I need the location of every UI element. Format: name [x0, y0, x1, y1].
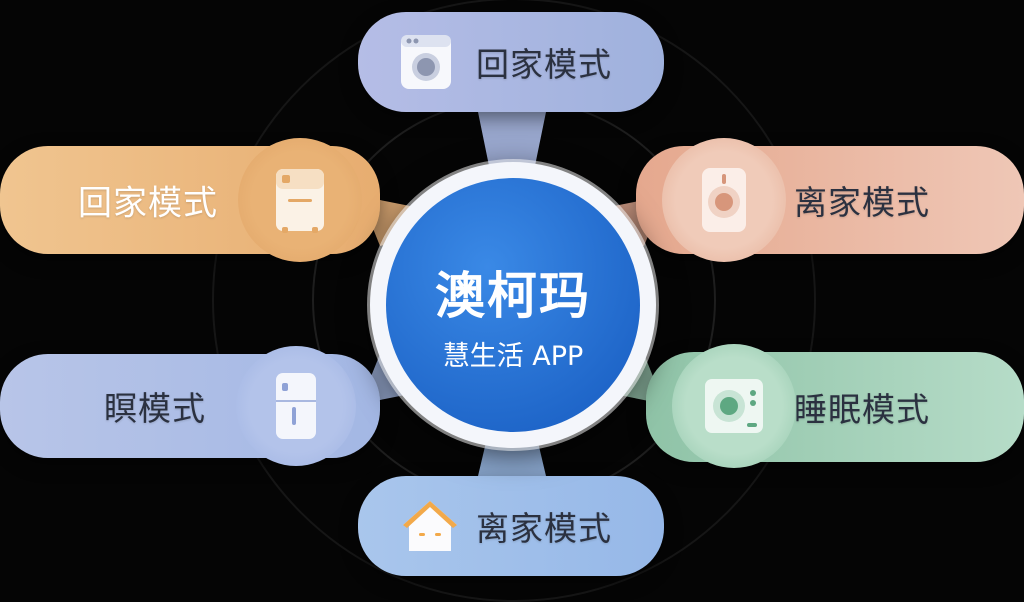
mode-label-left-bottom: 瞑模式	[104, 389, 206, 428]
mode-pill-left-bottom[interactable]: 瞑模式	[0, 346, 380, 466]
mode-label-left-top: 回家模式	[78, 183, 218, 224]
mode-pill-right-top[interactable]: 离家模式	[636, 138, 1024, 262]
freezer-icon	[238, 138, 362, 262]
app-subtitle: 慧生活 APP	[442, 341, 584, 372]
mode-pill-right-bottom[interactable]: 睡眠模式	[646, 344, 1024, 468]
washing-machine-icon	[376, 12, 476, 112]
mode-pill-top[interactable]: 回家模式	[358, 12, 664, 112]
oven-icon	[662, 138, 786, 262]
mode-label-bottom: 离家模式	[476, 509, 612, 548]
mode-label-top: 回家模式	[476, 45, 612, 84]
center-hub: 澳柯玛 慧生活 APP	[370, 162, 656, 448]
home-icon	[380, 476, 480, 576]
center-hub-inner: 澳柯玛 慧生活 APP	[386, 178, 640, 432]
mode-pill-bottom[interactable]: 离家模式	[358, 476, 664, 576]
mode-pill-left-top[interactable]: 回家模式	[0, 138, 380, 262]
brand-title: 澳柯玛	[435, 267, 591, 325]
mode-label-right-top: 离家模式	[794, 183, 930, 222]
mode-label-right-bottom: 睡眠模式	[794, 390, 930, 429]
dryer-icon	[672, 344, 796, 468]
refrigerator-icon	[236, 346, 356, 466]
